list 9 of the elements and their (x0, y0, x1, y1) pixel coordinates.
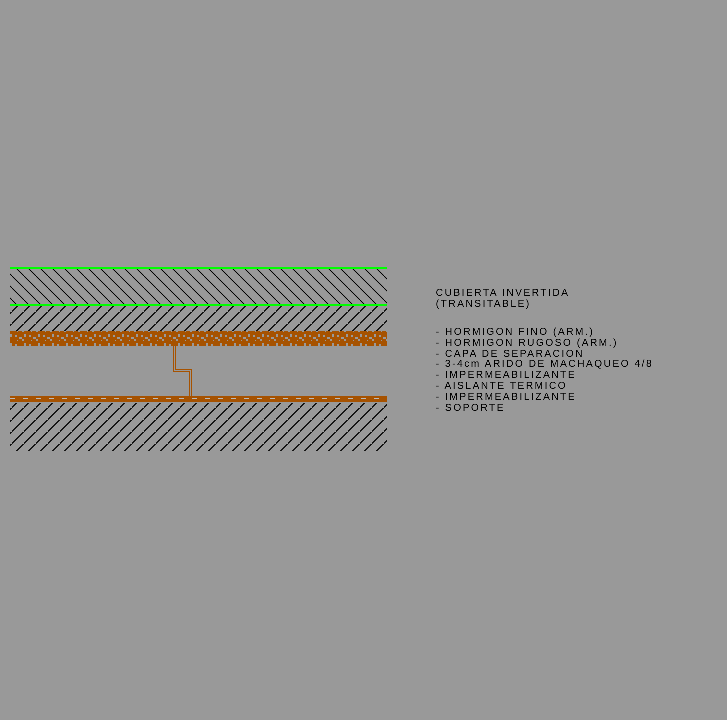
layer-label: - 3-4cm ARIDO DE MACHAQUEO 4/8 (436, 360, 654, 371)
layer-label: - HORMIGON FINO (ARM.) (436, 328, 595, 338)
section-title: CUBIERTA INVERTIDA (TRANSITABLE) (436, 289, 570, 310)
layer-label: - AISLANTE TERMICO (436, 382, 568, 393)
layer-label: - SOPORTE (436, 404, 506, 414)
layer-label: - CAPA DE SEPARACION (436, 350, 584, 360)
layer-label: - IMPERMEABILIZANTE (436, 392, 576, 404)
layer-label: - IMPERMEABILIZANTE (436, 371, 576, 382)
layer-label: - HORMIGON RUGOSO (ARM.) (436, 338, 618, 350)
